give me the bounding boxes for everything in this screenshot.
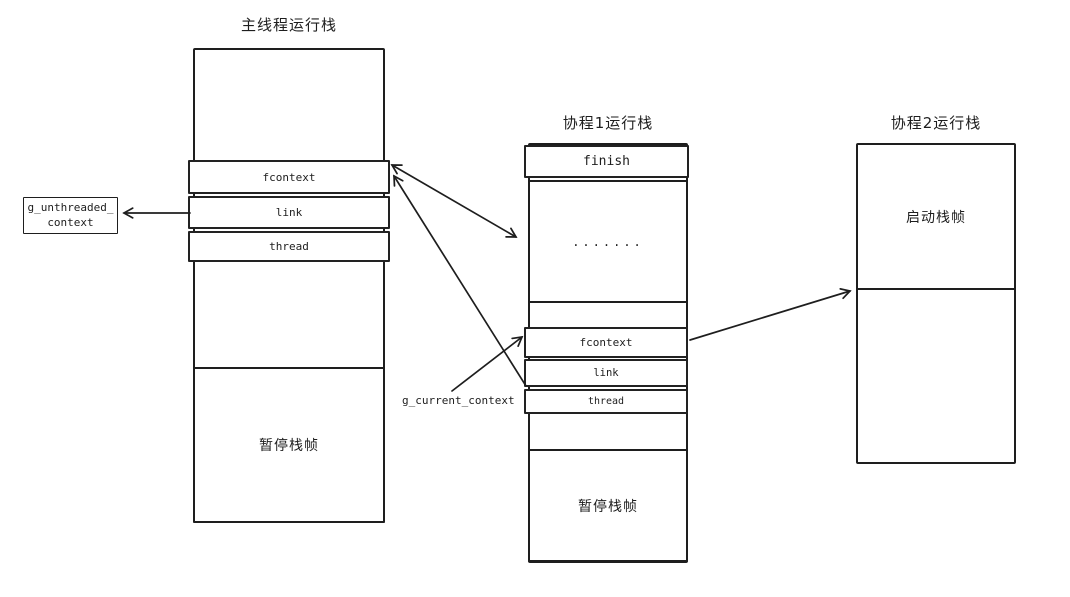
main-cell-fcontext-label: fcontext (262, 170, 316, 184)
main-cell-thread-label: thread (269, 240, 309, 253)
g-unthreaded-context-line1: g_unthreaded_ (27, 200, 114, 214)
g-current-context-label: g_current_context (402, 394, 515, 407)
coroutine1-dots-box: ....... (528, 180, 688, 303)
g-unthreaded-context-box: g_unthreaded_ context (23, 197, 118, 234)
arrow-coroutine1-link-to-main-fcontext (393, 174, 527, 387)
coroutine1-cell-fcontext-label: fcontext (579, 336, 633, 349)
main-stack-title: 主线程运行栈 (240, 16, 337, 34)
main-paused-frame-box: 暂停栈帧 (193, 367, 385, 523)
main-paused-frame-label: 暂停栈帧 (259, 438, 319, 454)
coroutine2-boot-frame-label: 启动栈帧 (906, 209, 966, 226)
main-cell-thread: thread (188, 231, 390, 262)
coroutine1-paused-frame-box: 暂停栈帧 (528, 449, 688, 562)
main-cell-link-label: link (275, 206, 303, 219)
coroutine2-boot-frame-area: 启动栈帧 (858, 145, 1014, 288)
coroutine1-cell-thread: thread (524, 389, 688, 414)
coroutine1-cell-link-label: link (593, 367, 619, 379)
arrow-main-fcontext-to-coroutine1-dots (390, 164, 518, 238)
coroutine1-cell-fcontext: fcontext (524, 327, 688, 358)
coroutine1-cell-finish: finish (524, 145, 689, 178)
coroutine1-cell-thread-label: thread (587, 396, 625, 407)
coroutine1-finish-label: finish (583, 154, 630, 169)
coroutine1-dots-label: ....... (572, 234, 644, 249)
coroutine1-paused-frame-label: 暂停栈帧 (578, 498, 638, 515)
coroutine2-divider-line (858, 288, 1014, 290)
coroutine2-stack-box: 启动栈帧 (856, 143, 1016, 464)
arrow-coroutine1-fcontext-to-coroutine2-frame (689, 288, 852, 341)
coroutine2-stack-title: 协程2运行栈 (890, 114, 982, 132)
main-cell-fcontext: fcontext (188, 160, 390, 194)
arrow-g-current-context-to-coroutine1-fcontext (451, 335, 524, 392)
coroutine1-cell-link: link (524, 359, 688, 387)
main-cell-link: link (188, 196, 390, 229)
coroutine1-stack-title: 协程1运行栈 (562, 114, 654, 132)
g-unthreaded-context-line2: context (47, 215, 94, 229)
